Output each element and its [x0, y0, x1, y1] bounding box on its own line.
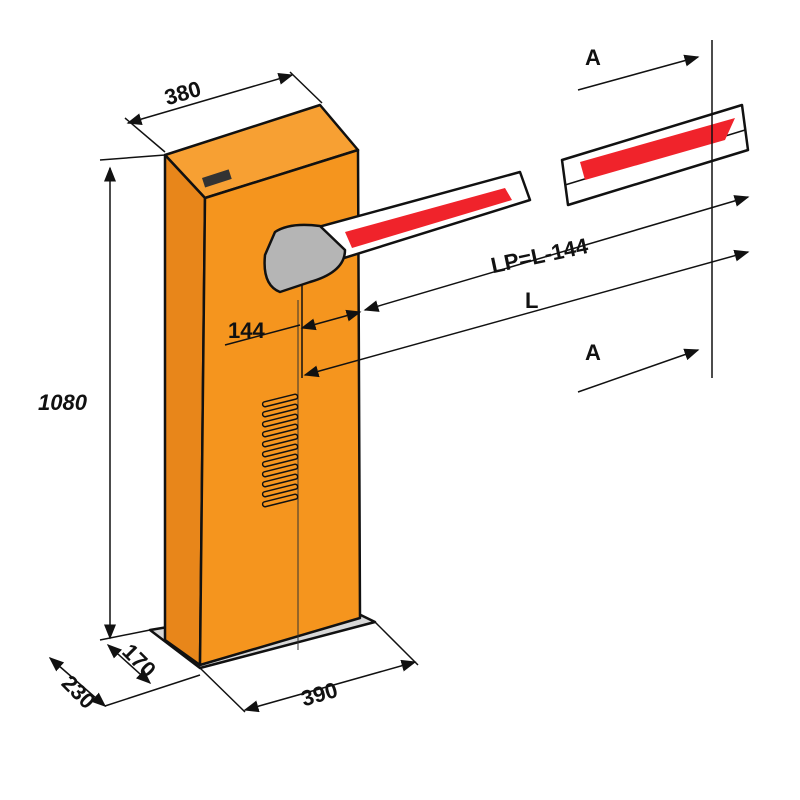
dim-390: 390: [298, 677, 340, 711]
vent-slot: [261, 453, 299, 468]
vent-slot: [261, 443, 299, 458]
cabinet: [163, 103, 362, 667]
dim-lp: LP=L-144: [489, 233, 591, 278]
vent-slot: [261, 493, 299, 508]
vent-slot: [261, 433, 299, 448]
vent-slot: [261, 473, 299, 488]
dim-144: 144: [228, 318, 265, 343]
vent-grille: [261, 393, 299, 508]
section-a-bottom: A: [585, 340, 601, 365]
vent-slot: [261, 403, 299, 418]
section-a-top: A: [585, 45, 601, 70]
vent-slot: [261, 463, 299, 478]
dim-170: 170: [117, 639, 161, 683]
vent-slot: [261, 483, 299, 498]
vent-slot: [261, 393, 299, 408]
vent-slot: [261, 423, 299, 438]
dim-230: 230: [57, 670, 101, 714]
dim-380: 380: [162, 76, 204, 110]
vent-slot: [261, 413, 299, 428]
dim-l: L: [525, 288, 538, 313]
dim-1080: 1080: [38, 390, 88, 415]
logo: [201, 169, 232, 188]
